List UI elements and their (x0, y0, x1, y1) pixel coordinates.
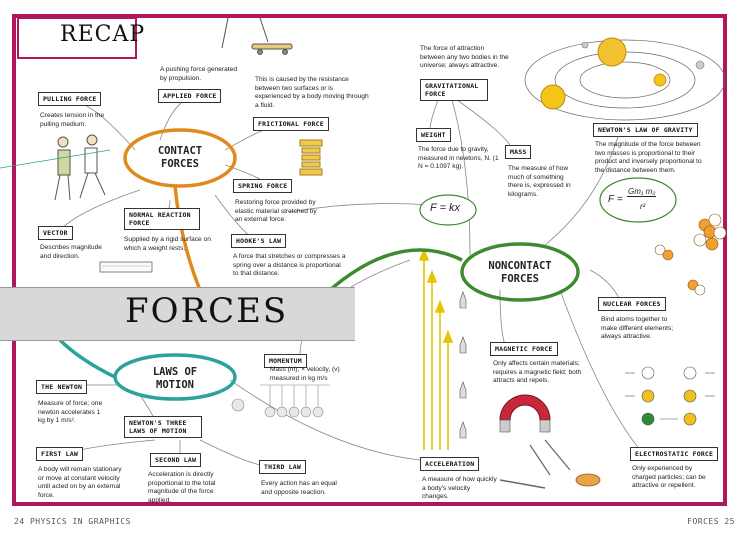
page-title: FORCES (125, 291, 289, 331)
label-vector: VECTOR (38, 226, 73, 240)
text-electrostatic-force: Only experienced by charged particles; c… (632, 465, 706, 490)
text-pulling-force: Creates tension in the pulling medium. (40, 112, 105, 128)
text-magnetic-force: Only affects certain materials; requires… (493, 360, 582, 385)
text-mass: The measure of how much of something the… (508, 165, 571, 198)
label-spring-force: SPRING FORCE (233, 179, 293, 193)
label-the-newton: THE NEWTON (36, 380, 88, 394)
label-newtons-law-of-gravity: NEWTON'S LAW OF GRAVITY (593, 123, 698, 137)
label-mass: MASS (505, 145, 532, 159)
label-magnetic-force: MAGNETIC FORCE (490, 342, 558, 356)
label-nuclear-forces: NUCLEAR FORCES (598, 297, 666, 311)
label-newtons-three-laws: NEWTON'S THREE LAWS OF MOTION (124, 416, 202, 438)
text-momentum: Mass (m), × velocity, (v) measured in kg… (270, 366, 340, 382)
label-acceleration: ACCELERATION (420, 457, 480, 471)
text-hookes-law: A force that stretches or compresses a s… (233, 253, 346, 278)
recap-title: RECAP (60, 22, 146, 47)
hub-laws-of-motion: LAWS OF MOTION (152, 366, 198, 391)
page-frame (12, 14, 727, 506)
text-frictional-force: This is caused by the resistance between… (255, 76, 369, 109)
text-applied-force: A pushing force generated by propulsion. (160, 66, 237, 82)
label-third-law: THIRD LAW (259, 460, 307, 474)
formula-hookes-law: F = kx (430, 202, 461, 214)
text-the-newton: Measure of force; one newton accelerates… (38, 400, 103, 425)
label-gravitational-force: GRAVITATIONAL FORCE (420, 79, 488, 101)
label-electrostatic-force: ELECTROSTATIC FORCE (630, 447, 719, 461)
text-third-law: Every action has an equal and opposite r… (261, 480, 337, 496)
formula-gravity-numerator: Gm₁ m₂ (627, 187, 657, 197)
text-second-law: Acceleration is directly proportional to… (148, 471, 216, 504)
title-banner (0, 287, 355, 341)
formula-gravity-lhs: F = (608, 194, 623, 205)
label-hookes-law: HOOKE'S LAW (231, 234, 287, 248)
hub-noncontact-forces: NONCONTACT FORCES (488, 260, 552, 285)
text-spring-force: Restoring force provided by elastic mate… (235, 199, 317, 224)
label-weight: WEIGHT (416, 128, 451, 142)
text-vector: Describes magnitude and direction. (40, 244, 102, 260)
footer-left: 24 PHYSICS IN GRAPHICS (14, 517, 131, 526)
label-normal-reaction-force: NORMAL REACTION FORCE (124, 208, 200, 230)
footer-right: FORCES 25 (687, 517, 735, 526)
text-acceleration: A measure of how quickly a body's veloci… (422, 476, 497, 501)
label-applied-force: APPLIED FORCE (158, 89, 222, 103)
label-pulling-force: PULLING FORCE (38, 92, 102, 106)
label-second-law: SECOND LAW (150, 453, 202, 467)
text-weight: The force due to gravity, measured in ne… (418, 146, 499, 171)
text-gravitational-force: The force of attraction between any two … (420, 45, 509, 70)
hub-contact-forces: CONTACT FORCES (157, 145, 203, 170)
text-first-law: A body will remain stationary or move at… (38, 466, 122, 499)
text-normal-reaction-force: Supplied by a rigid surface on which a w… (124, 236, 211, 252)
text-newtons-law-of-gravity: The magnitude of the force between two m… (595, 141, 702, 174)
label-first-law: FIRST LAW (36, 447, 84, 461)
label-frictional-force: FRICTIONAL FORCE (253, 117, 329, 131)
recap-box (17, 17, 137, 59)
text-nuclear-forces: Bind atoms together to make different el… (601, 316, 674, 341)
label-momentum: MOMENTUM (264, 354, 307, 368)
formula-gravity-denominator: r² (640, 202, 646, 211)
